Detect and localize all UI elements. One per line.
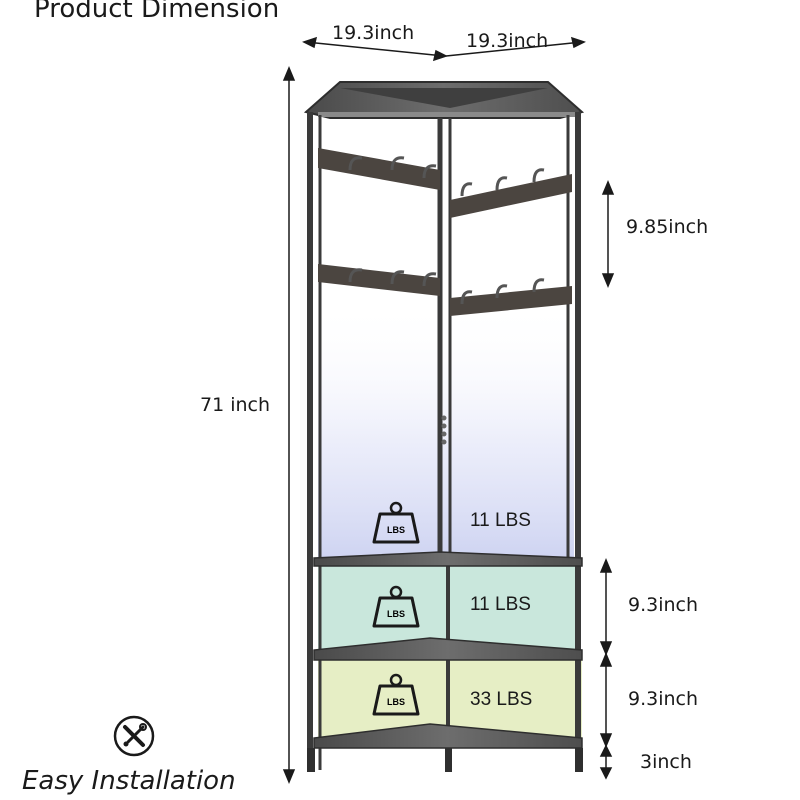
svg-text:LBS: LBS	[387, 609, 405, 619]
shelf-middle	[313, 637, 583, 661]
dimension-arrows	[282, 36, 615, 784]
top-shelf	[303, 81, 585, 119]
upper-area-tint	[318, 300, 574, 558]
hooks	[348, 156, 545, 305]
svg-text:LBS: LBS	[387, 525, 405, 535]
total-height-label: 71 inch	[200, 394, 271, 416]
hook-bars	[318, 148, 572, 316]
svg-text:LBS: LBS	[387, 697, 405, 707]
width-left-label: 19.3inch	[332, 22, 415, 44]
weight-icon: LBS	[372, 585, 420, 628]
adjustment-holes	[441, 415, 447, 445]
tools-icon	[113, 715, 155, 757]
page-title: Product Dimension	[34, 0, 280, 24]
hook-spacing-label: 9.85inch	[626, 216, 709, 238]
easy-installation-label: Easy Installation	[22, 766, 236, 796]
weight-icon: LBS	[372, 673, 420, 716]
width-right-label: 19.3inch	[466, 30, 549, 52]
middle-shelf-load: 11 LBS	[470, 594, 531, 615]
foot-height-label: 3inch	[640, 751, 692, 773]
shelf-gap-upper-label: 9.3inch	[628, 594, 699, 616]
top-shelf-load: 11 LBS	[470, 510, 531, 531]
bottom-shelf-load: 33 LBS	[470, 689, 533, 710]
weight-icon: LBS	[372, 501, 420, 544]
feet	[307, 748, 583, 772]
shelf-upper	[313, 551, 583, 567]
shelf-gap-lower-label: 9.3inch	[628, 688, 699, 710]
